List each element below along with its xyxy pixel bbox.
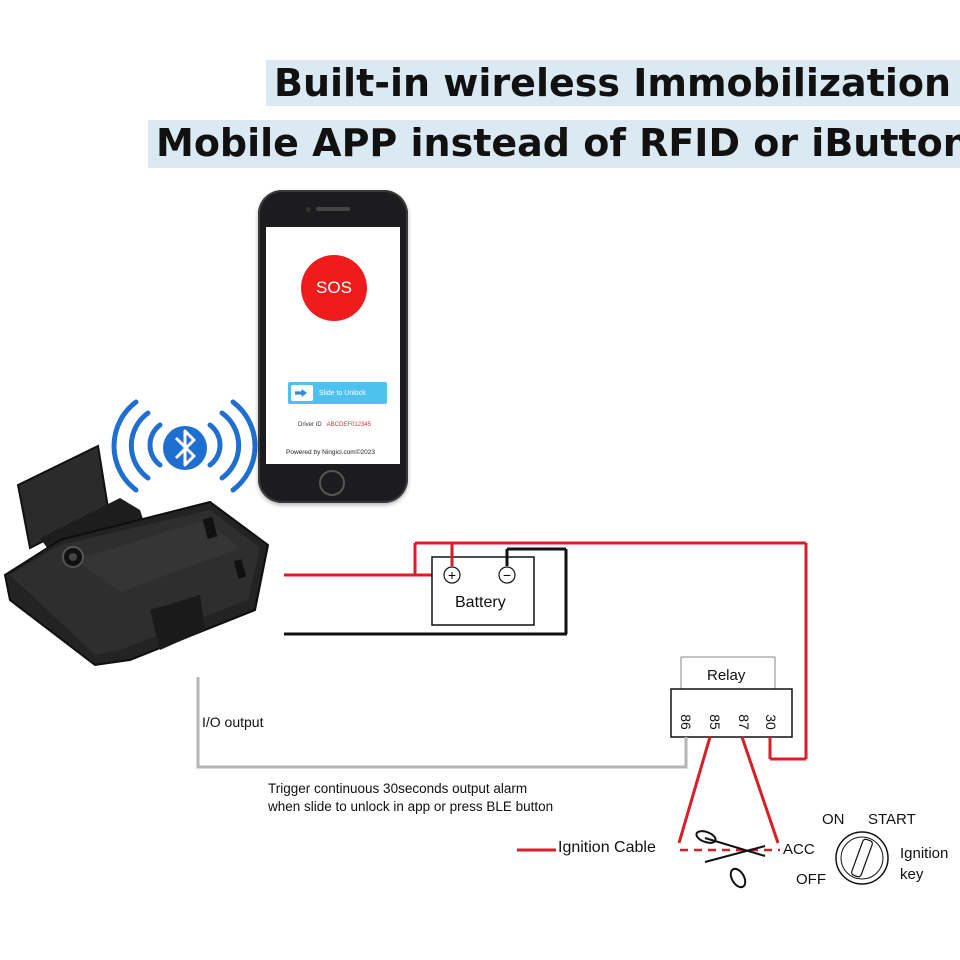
on-label: ON	[822, 811, 845, 828]
start-label: START	[868, 811, 916, 828]
relay-pin-30: 30	[763, 712, 779, 732]
battery-label: Battery	[455, 594, 506, 612]
ignition-key-label-line-2: key	[900, 866, 923, 883]
front-camera-icon	[306, 207, 311, 212]
sos-button[interactable]: SOS	[301, 255, 367, 321]
relay-pin-87: 87	[736, 712, 752, 732]
trigger-text-line-1: Trigger continuous 30seconds output alar…	[268, 781, 527, 796]
tracker-device	[5, 446, 268, 665]
relay-85-wire	[679, 737, 710, 843]
slide-to-unlock-slider[interactable]: Slide to Unlock	[288, 382, 387, 404]
relay-label: Relay	[707, 667, 745, 684]
off-label: OFF	[796, 871, 826, 888]
relay-pin-85: 85	[707, 712, 723, 732]
arrow-right-icon	[291, 385, 313, 401]
earpiece-icon	[316, 207, 350, 211]
io-output-wire	[198, 677, 686, 767]
smartphone: SOS Slide to Unlock Driver ID ABCDEF01234…	[258, 190, 408, 503]
driver-id-label: Driver ID	[298, 422, 322, 428]
ignition-key-icon	[836, 832, 888, 884]
driver-id-row: Driver ID ABCDEF012345	[298, 422, 371, 428]
bluetooth-icon	[163, 426, 207, 470]
io-output-label: I/O output	[202, 714, 263, 730]
slide-to-unlock-label: Slide to Unlock	[319, 390, 366, 397]
trigger-text-line-2: when slide to unlock in app or press BLE…	[268, 799, 553, 814]
acc-label: ACC	[783, 841, 815, 858]
battery-minus-sign: −	[503, 567, 511, 583]
battery-plus-sign: +	[448, 567, 456, 583]
powered-by-footer: Powered by Ningici.com©2023	[286, 449, 375, 456]
app-screen: SOS Slide to Unlock Driver ID ABCDEF01234…	[266, 227, 400, 464]
relay-87-wire	[742, 737, 778, 843]
ignition-cable-label: Ignition Cable	[558, 839, 656, 857]
home-button[interactable]	[319, 470, 345, 496]
scissors-icon	[695, 829, 765, 890]
driver-id-value: ABCDEF012345	[327, 422, 371, 428]
ignition-key-label-line-1: Ignition	[900, 845, 948, 862]
relay-pin-86: 86	[678, 712, 694, 732]
